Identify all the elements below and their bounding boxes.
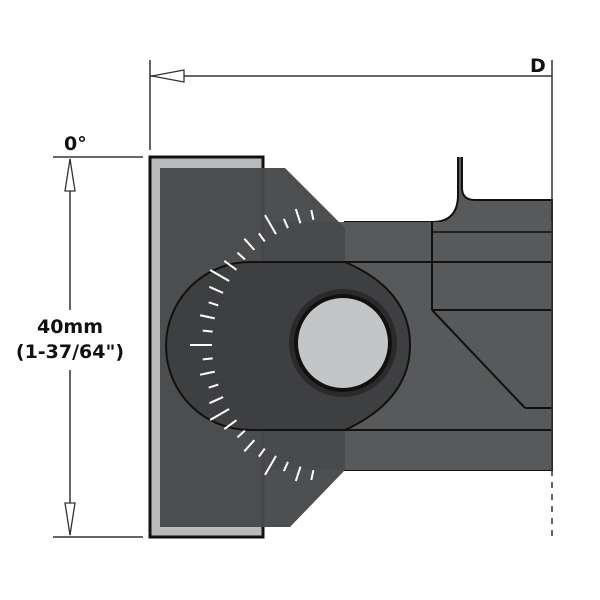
tick-mark: [282, 218, 289, 229]
tick-mark: [258, 232, 266, 243]
tick-mark: [223, 419, 238, 430]
tick-mark: [208, 396, 224, 405]
tick-mark: [209, 408, 230, 421]
tick-mark: [258, 447, 266, 458]
tick-mark: [202, 329, 213, 333]
tick-mark: [282, 461, 289, 472]
tick-mark: [202, 357, 213, 361]
tick-mark: [208, 301, 219, 307]
tick-mark: [199, 314, 216, 320]
dimension-height: [53, 156, 143, 538]
tick-mark: [294, 466, 302, 482]
tick-mark: [209, 269, 230, 282]
tick-mark: [243, 439, 256, 452]
tick-mark: [310, 469, 315, 481]
tick-mark: [208, 383, 219, 389]
tick-mark: [310, 209, 315, 221]
tick-mark: [208, 285, 224, 294]
tick-mark: [236, 429, 246, 439]
dimension-d-label: D: [530, 55, 546, 77]
arrow-down-icon: [64, 502, 76, 536]
arrow-left-icon: [151, 69, 185, 83]
tick-mark: [199, 370, 216, 376]
height-mm-label: 40mm: [37, 316, 103, 338]
dimension-d: [149, 60, 552, 150]
arrow-up-icon: [64, 158, 76, 192]
angle-scale-ticks: [190, 208, 315, 482]
tick-mark: [236, 251, 246, 261]
tick-mark: [264, 214, 277, 235]
height-in-label: (1-37/64"): [16, 341, 124, 363]
tick-mark: [243, 238, 256, 251]
angle-label: 0°: [64, 133, 87, 155]
tick-mark: [264, 455, 277, 476]
screw: [289, 289, 397, 397]
tick-mark: [294, 208, 302, 224]
tick-mark: [223, 260, 238, 271]
